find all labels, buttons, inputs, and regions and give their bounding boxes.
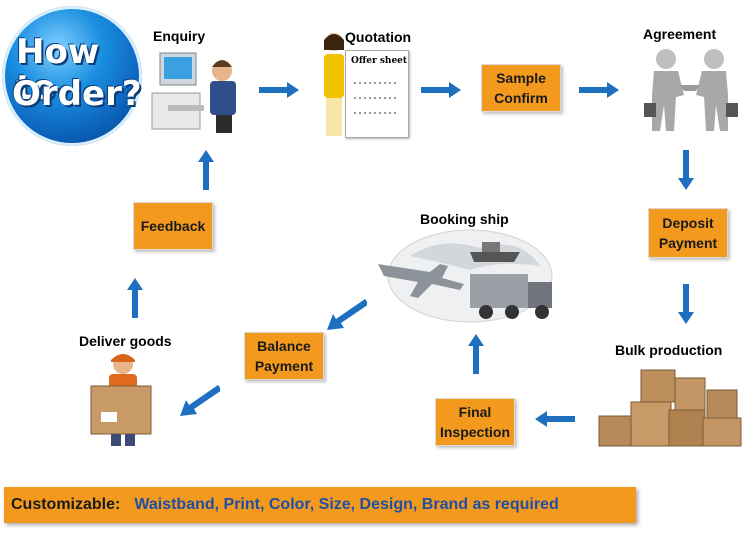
deposit-payment-line-1: Deposit xyxy=(662,215,714,231)
bulk-production-label: Bulk production xyxy=(615,342,723,358)
arrow-right-sample-to-agreement xyxy=(579,82,619,98)
final-inspection-line-1: Final xyxy=(458,404,492,420)
handshake-icon xyxy=(644,49,738,131)
sample-confirm-line-2: Confirm xyxy=(494,90,548,106)
booking-ship-label: Booking ship xyxy=(420,211,509,227)
balance-payment-line-1: Balance xyxy=(257,338,311,354)
deposit-payment-box: Deposit Payment xyxy=(648,208,728,258)
offer-sheet-lines xyxy=(354,82,398,114)
arrow-up-deliver-to-feedback xyxy=(127,278,143,318)
quotation-label: Quotation xyxy=(345,29,412,45)
arrow-down-agreement-to-deposit xyxy=(678,150,694,190)
sample-confirm-box: Sample Confirm xyxy=(481,64,561,112)
arrow-down-deposit-to-bulk xyxy=(678,284,694,324)
how-to-order-badge: How to Order? xyxy=(2,6,142,146)
arrow-diagonal-balance-to-deliver xyxy=(180,385,220,416)
customizable-key: Customizable: xyxy=(11,496,121,513)
balance-payment-line-2: Payment xyxy=(254,358,314,374)
shipping-transport-icon xyxy=(378,229,553,323)
badge-line-1: How to xyxy=(16,32,100,108)
offer-sheet-title: Offer sheet xyxy=(351,56,408,66)
enquiry-label: Enquiry xyxy=(153,28,206,44)
deposit-payment-line-2: Payment xyxy=(658,235,718,251)
arrow-up-inspection-to-booking xyxy=(468,334,484,374)
boxes-icon xyxy=(598,369,742,447)
arrow-up-feedback-to-enquiry xyxy=(198,150,214,190)
computer-user-icon xyxy=(151,52,236,133)
feedback-box: Feedback xyxy=(133,202,213,250)
quotation-woman-icon xyxy=(324,33,344,136)
delivery-man-icon xyxy=(90,354,152,446)
balance-payment-box: Balance Payment xyxy=(244,332,324,380)
arrow-left-bulk-to-inspection xyxy=(535,411,575,427)
offer-sheet: Offer sheet xyxy=(345,50,409,138)
arrow-right-enquiry-to-quotation xyxy=(259,82,299,98)
arrow-diagonal-booking-to-balance xyxy=(327,299,367,330)
final-inspection-line-2: Inspection xyxy=(439,424,510,440)
deliver-goods-label: Deliver goods xyxy=(79,333,172,349)
feedback-text: Feedback xyxy=(140,218,206,234)
arrow-right-quotation-to-sample xyxy=(421,82,461,98)
customizable-bar: Customizable: Waistband, Print, Color, S… xyxy=(4,487,636,523)
agreement-label: Agreement xyxy=(643,26,717,42)
customizable-value: Waistband, Print, Color, Size, Design, B… xyxy=(134,496,559,513)
final-inspection-box: Final Inspection xyxy=(435,398,515,446)
sample-confirm-line-1: Sample xyxy=(496,70,546,86)
badge-line-2: Order? xyxy=(12,74,142,114)
